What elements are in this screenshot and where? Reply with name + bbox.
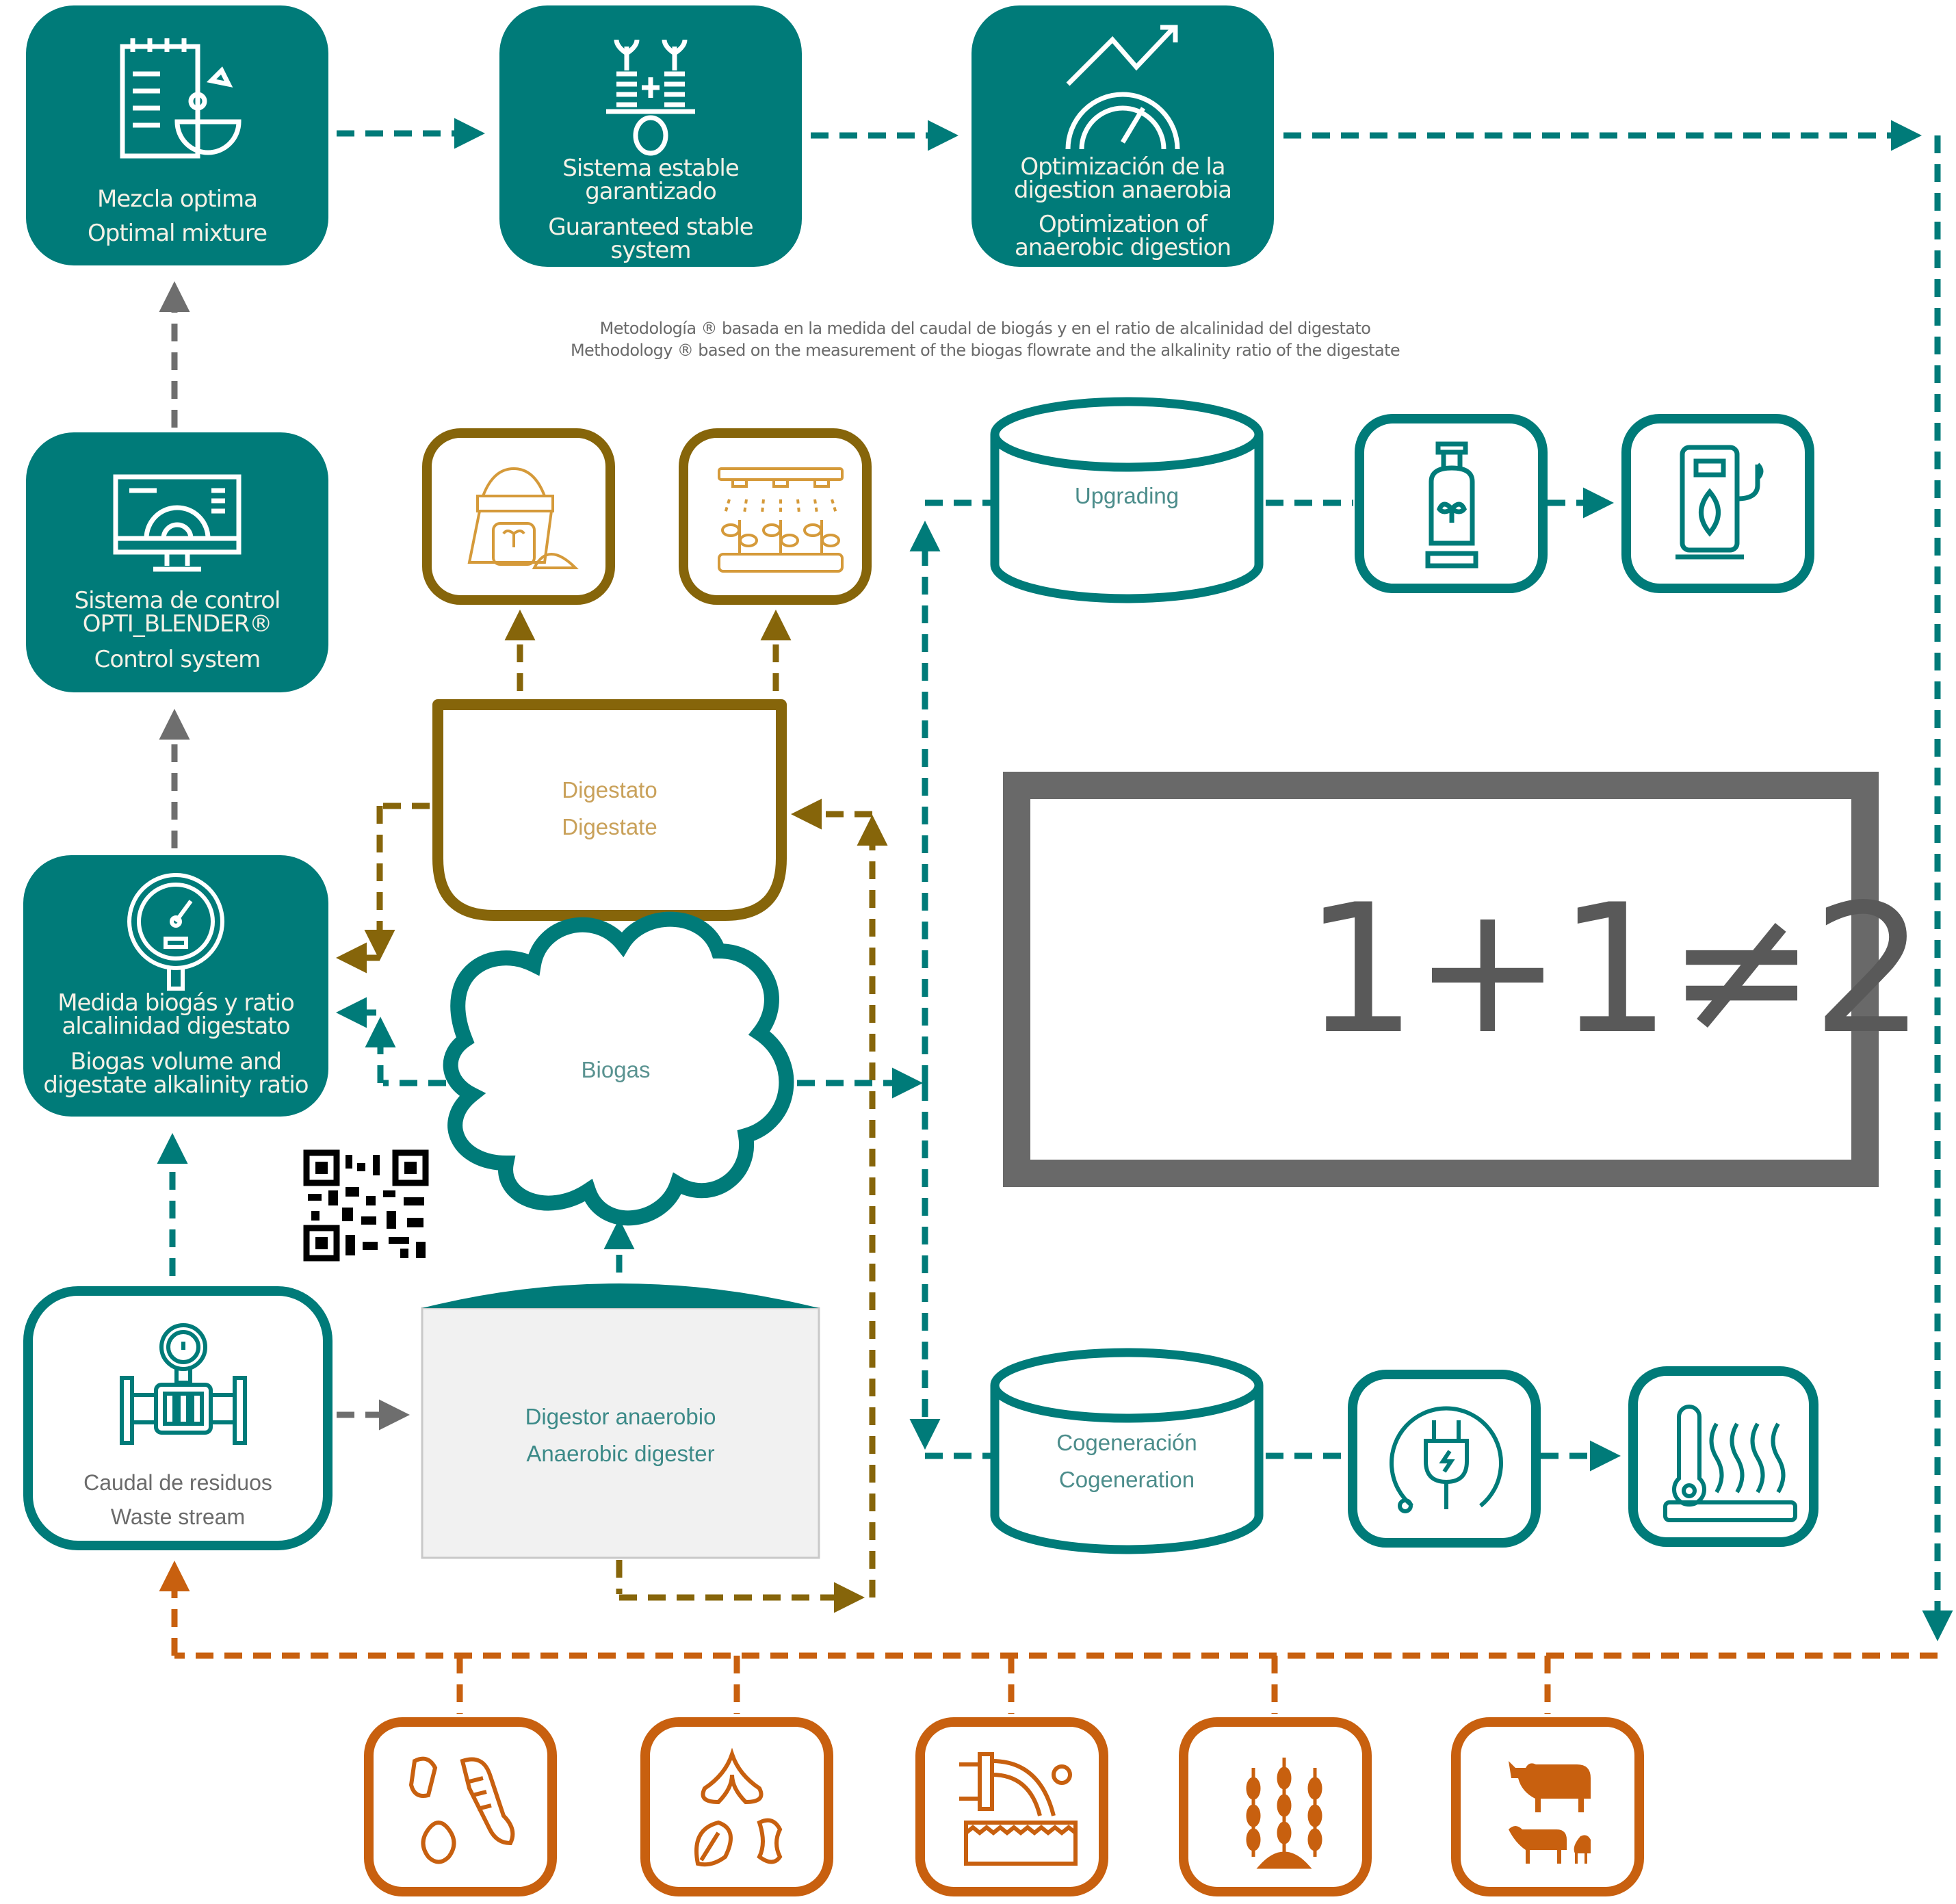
gauge-growth-arrow-icon <box>1065 25 1180 149</box>
fertilizer-bag-icon <box>467 467 579 569</box>
stable-system-es-2: garantizado <box>585 178 717 205</box>
waste-stream-box: Caudal de residuos Waste stream <box>23 1286 332 1550</box>
upgrading-cylinder <box>990 397 1264 603</box>
stable-system-es-1: Sistema estable <box>562 155 740 182</box>
control-system-es-2: OPTI_BLENDER® <box>82 610 273 638</box>
biogas-measurement-box: Medida biogás y ratio alcalinidad digest… <box>23 855 328 1117</box>
livestock-manure-icon <box>1509 1761 1591 1864</box>
stable-system-en-1: Guaranteed stable <box>548 213 753 241</box>
digestion-optimization-box: Optimización de la digestion anaerobia O… <box>972 5 1274 267</box>
equation-box: 1+1≠2 <box>1003 772 1925 1187</box>
control-system-en: Control system <box>94 646 261 673</box>
waste-source-food <box>364 1717 557 1896</box>
stable-system-en-2: system <box>610 237 692 264</box>
measurement-en-1: Biogas volume and <box>70 1048 282 1075</box>
measurement-es-2: alcalinidad digestato <box>62 1013 290 1040</box>
waste-source-livestock <box>1451 1717 1644 1896</box>
crop-residue-icon <box>1246 1758 1322 1869</box>
digester-label-es: Digestor anaerobio <box>525 1404 716 1429</box>
stable-system-box: Sistema estable garantizado Guaranteed s… <box>499 5 802 267</box>
cogeneration-label-es: Cogeneración <box>1056 1430 1197 1455</box>
flow-meter-pipe-icon <box>120 1323 247 1445</box>
methodology-note-es: Metodología ® basada en la medida del ca… <box>599 319 1371 338</box>
organic-peel-waste-icon <box>694 1747 783 1867</box>
cogeneration-cylinder <box>990 1348 1264 1554</box>
measurement-es-1: Medida biogás y ratio <box>57 989 295 1017</box>
methodology-note-en: Methodology ® based on the measurement o… <box>570 341 1400 360</box>
irrigation-crops-icon <box>718 467 844 573</box>
equation-text: 1+1≠2 <box>1304 867 1925 1073</box>
electric-plug-icon <box>1390 1406 1503 1513</box>
recipe-mixing-bowl-icon <box>120 38 242 159</box>
fertilizer-product-box <box>422 428 615 605</box>
monitor-gear-icon <box>113 474 242 572</box>
digestate-label-es: Digestato <box>562 777 657 803</box>
control-system-es-1: Sistema de control <box>74 587 281 614</box>
cogeneration-label-en: Cogeneration <box>1058 1467 1195 1492</box>
digestate-tank <box>432 699 787 921</box>
upgrading-label: Upgrading <box>1074 483 1179 508</box>
waste-stream-en: Waste stream <box>110 1504 246 1529</box>
electricity-output-box <box>1348 1370 1541 1548</box>
anaerobic-digester <box>421 1283 820 1559</box>
food-waste-icon <box>408 1756 515 1864</box>
optimal-mixture-en: Optimal mixture <box>87 220 268 247</box>
heat-thermometer-icon <box>1663 1405 1797 1522</box>
optimal-mixture-es: Mezcla optima <box>97 185 258 213</box>
waste-source-wastewater <box>915 1717 1108 1896</box>
fuel-pump-output-box <box>1621 414 1814 593</box>
waste-stream-es: Caudal de residuos <box>83 1470 272 1495</box>
waste-source-organic <box>640 1717 833 1896</box>
biomethane-output-box <box>1355 414 1548 593</box>
biogas-label: Biogas <box>581 1057 651 1082</box>
balanced-scale-plants-icon <box>606 39 695 156</box>
qr-code <box>303 1149 429 1262</box>
measurement-en-2: digestate alkalinity ratio <box>43 1071 309 1099</box>
optimization-en-2: anaerobic digestion <box>1014 234 1231 261</box>
biogas-cloud <box>443 911 794 1226</box>
optimization-es-2: digestion anaerobia <box>1013 177 1232 204</box>
irrigation-product-box <box>679 428 872 605</box>
heat-output-box <box>1628 1366 1818 1547</box>
waste-source-crops <box>1179 1717 1372 1896</box>
control-system-box: Sistema de control OPTI_BLENDER® Control… <box>26 432 328 692</box>
biomethane-cylinder-icon <box>1425 441 1478 569</box>
optimal-mixture-box: Mezcla optima Optimal mixture <box>26 5 328 265</box>
optimization-en-1: Optimization of <box>1038 211 1208 238</box>
wastewater-discharge-icon <box>959 1752 1078 1866</box>
digestate-label-en: Digestate <box>562 814 657 839</box>
bio-fuel-pump-icon <box>1675 445 1764 560</box>
pressure-gauge-icon <box>127 873 224 991</box>
digester-label-en: Anaerobic digester <box>526 1441 715 1466</box>
optimization-es-1: Optimización de la <box>1020 153 1225 181</box>
